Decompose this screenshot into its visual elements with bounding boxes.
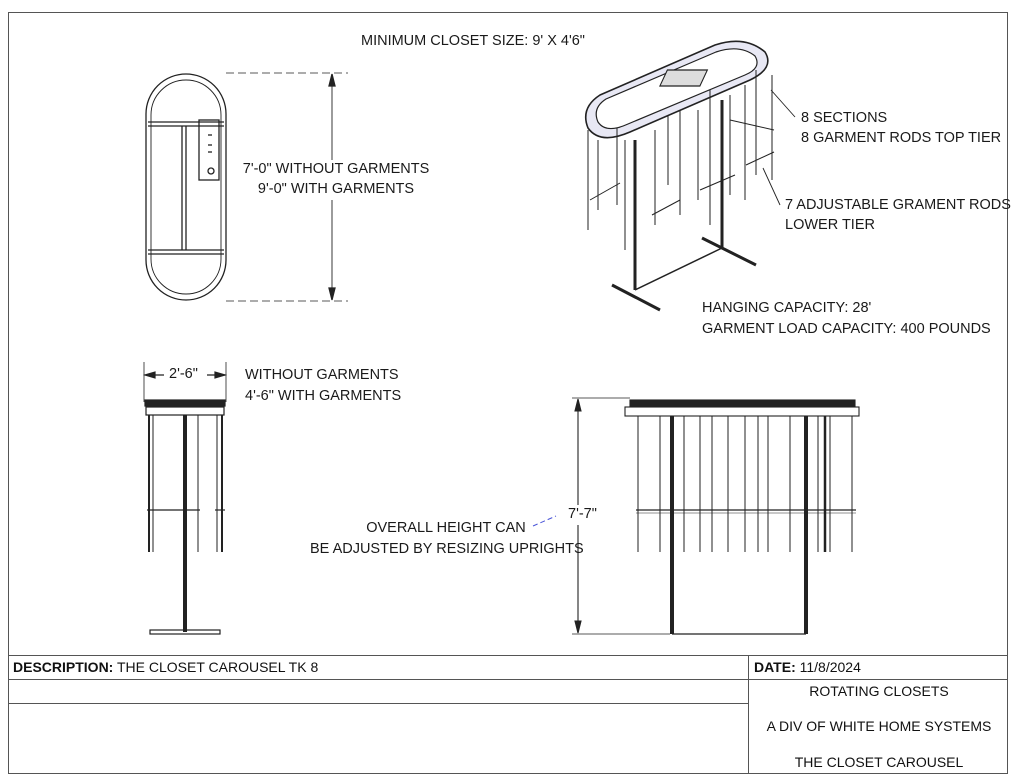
front-view-drawing [532, 397, 860, 635]
drawing-frame [8, 12, 1008, 774]
top-view-dim-line1: 7'-0" WITHOUT GARMENTS [242, 161, 430, 177]
description-label: DESCRIPTION: [13, 659, 114, 675]
load-capacity-note: GARMENT LOAD CAPACITY: 400 POUNDS [702, 321, 991, 337]
sections-callout-line2: 8 GARMENT RODS TOP TIER [801, 130, 1002, 146]
lower-rods-callout-line2: LOWER TIER [785, 217, 875, 233]
title-block: DESCRIPTION: THE CLOSET CAROUSEL TK 8 DA… [8, 655, 1008, 774]
date-value: 11/8/2024 [799, 659, 861, 675]
hanging-capacity-note: HANGING CAPACITY: 28' [702, 300, 872, 316]
blank-row-1 [8, 679, 748, 703]
company-line1: ROTATING CLOSETS [809, 683, 949, 699]
date-label: DATE: [754, 659, 796, 675]
sections-callout-line1: 8 SECTIONS [801, 110, 888, 126]
blank-row-2 [8, 703, 748, 774]
side-view-width-dim: 2'-6" [169, 366, 198, 382]
company-line2: A DIV OF WHITE HOME SYSTEMS [766, 718, 992, 734]
height-note-line2: BE ADJUSTED BY RESIZING UPRIGHTS [310, 541, 584, 557]
minimum-closet-size-note: MINIMUM CLOSET SIZE: 9' X 4'6" [361, 33, 585, 49]
front-view-height-dim: 7'-7" [566, 506, 599, 522]
description-cell: DESCRIPTION: THE CLOSET CAROUSEL TK 8 [8, 655, 748, 679]
height-note-line1: OVERALL HEIGHT CAN [366, 520, 526, 536]
date-cell: DATE: 11/8/2024 [748, 655, 1008, 679]
company-line3: THE CLOSET CAROUSEL [794, 754, 964, 770]
description-value: THE CLOSET CAROUSEL TK 8 [116, 659, 319, 675]
side-view-width-line1: WITHOUT GARMENTS [245, 367, 399, 383]
top-view-dim-line2: 9'-0" WITH GARMENTS [257, 181, 415, 197]
lower-rods-callout-line1: 7 ADJUSTABLE GRAMENT RODS [785, 197, 1011, 213]
top-view-drawing [145, 72, 348, 302]
side-view-drawing [142, 362, 228, 635]
company-cell: ROTATING CLOSETS A DIV OF WHITE HOME SYS… [748, 679, 1008, 774]
isometric-view-drawing [584, 40, 796, 312]
side-view-width-line2: 4'-6" WITH GARMENTS [245, 388, 402, 404]
